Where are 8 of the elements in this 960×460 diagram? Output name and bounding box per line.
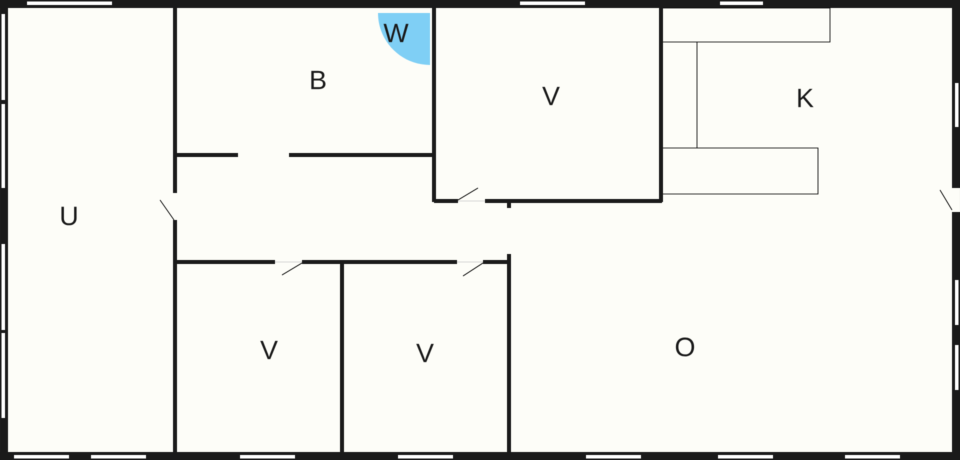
shower-area: W: [378, 13, 430, 65]
room-label: B: [311, 70, 326, 90]
room-label: V: [260, 340, 278, 360]
room-label: U: [61, 206, 77, 226]
room-label: K: [798, 88, 814, 108]
room-label: V: [542, 86, 560, 106]
room-label: O: [676, 338, 694, 356]
room-label: V: [416, 344, 434, 362]
